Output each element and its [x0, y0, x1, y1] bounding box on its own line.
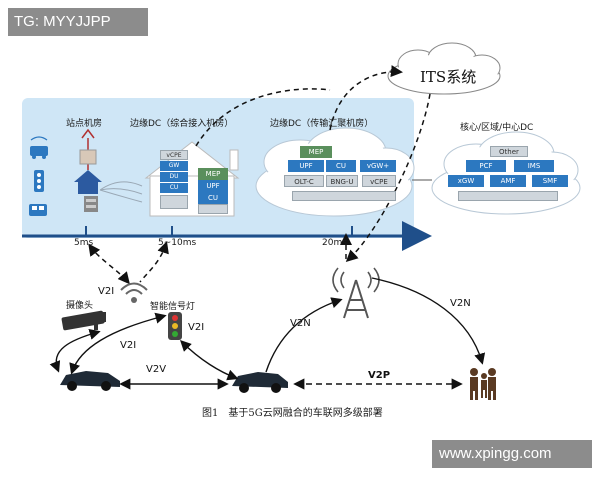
core-module-xgw: xGW	[448, 175, 484, 187]
link-station-to-wifi	[88, 243, 130, 285]
label-v2i-left: V2I	[120, 340, 137, 351]
access-module-mep: MEP	[198, 168, 228, 180]
core-module-other: Other	[490, 146, 528, 157]
label-v2v: V2V	[146, 364, 167, 375]
link-transport-to-its	[329, 65, 403, 131]
latency-5-10ms: 5~10ms	[158, 238, 197, 248]
watermark-bottom: www.xpingg.com	[432, 440, 592, 468]
link-access-to-wifi	[139, 241, 169, 283]
latency-20ms: 20ms	[322, 238, 347, 248]
transport-server-rack	[292, 191, 396, 201]
label-v2n-left: V2N	[290, 318, 311, 329]
station-label: 站点机房	[66, 119, 103, 129]
transport-module-cu: CU	[326, 160, 356, 172]
station-building	[74, 128, 102, 212]
link-edge-to-its	[195, 88, 331, 147]
access-stack-vcpe: vCPE	[160, 150, 188, 160]
access-stack-gw: GW	[160, 161, 188, 171]
link-v2n-right	[371, 277, 486, 365]
transport-module-olt-c: OLT-C	[284, 175, 324, 187]
pedestrians-icon	[470, 368, 496, 400]
access-module-upf: UPF	[198, 180, 228, 192]
transport-module-upf: UPF	[288, 160, 324, 172]
access-module-cu: CU	[198, 192, 228, 204]
label-v2i-light: V2I	[188, 322, 205, 333]
core-module-amf: AMF	[490, 175, 526, 187]
core-dc-cloud	[431, 131, 581, 215]
watermark-top: TG: MYYJJPP	[8, 8, 148, 36]
station-icons	[29, 136, 48, 216]
link-v2i-camera	[49, 328, 101, 373]
edge-transport-label: 边缘DC（传输汇聚机房）	[270, 119, 374, 129]
core-module-pcf: PCF	[466, 160, 506, 172]
camera-icon	[61, 310, 106, 331]
core-module-ims: IMS	[514, 160, 554, 172]
label-v2n-right: V2N	[450, 298, 471, 309]
link-v2i-left	[69, 312, 167, 375]
access-module-rack	[198, 204, 228, 214]
car-middle-icon	[232, 372, 288, 393]
link-v2n-left	[265, 297, 343, 373]
traffic-light-icon	[168, 312, 182, 340]
transport-module-bng-u: BNG-U	[326, 175, 358, 187]
core-server-rack	[458, 191, 558, 201]
edge-access-label: 边缘DC（综合接入机房）	[130, 119, 234, 129]
label-v2i-top: V2I	[98, 286, 115, 297]
wifi-icon	[120, 282, 148, 303]
access-stack-du: DU	[160, 172, 188, 182]
car-left-icon	[60, 371, 120, 391]
its-cloud	[387, 42, 501, 95]
core-label: 核心/区域/中心DC	[460, 123, 534, 133]
cell-tower-icon	[332, 267, 380, 319]
access-stack-cu: CU	[160, 183, 188, 193]
access-server-rack	[160, 195, 188, 209]
transport-module-mep: MEP	[300, 146, 332, 158]
link-v2i-light	[180, 340, 239, 381]
its-label: ITS系统	[420, 68, 477, 86]
link-its-to-tower	[345, 93, 431, 263]
traffic-light-label: 智能信号灯	[150, 302, 196, 312]
transport-module-vgw: vGW+	[360, 160, 396, 172]
core-module-smf: SMF	[532, 175, 568, 187]
latency-5ms: 5ms	[74, 238, 94, 248]
label-v2p: V2P	[368, 370, 391, 381]
figure-caption: 图1 基于5G云网融合的车联网多级部署	[202, 408, 383, 419]
camera-label: 摄像头	[66, 301, 94, 311]
transport-module-vcpe: vCPE	[362, 175, 396, 187]
